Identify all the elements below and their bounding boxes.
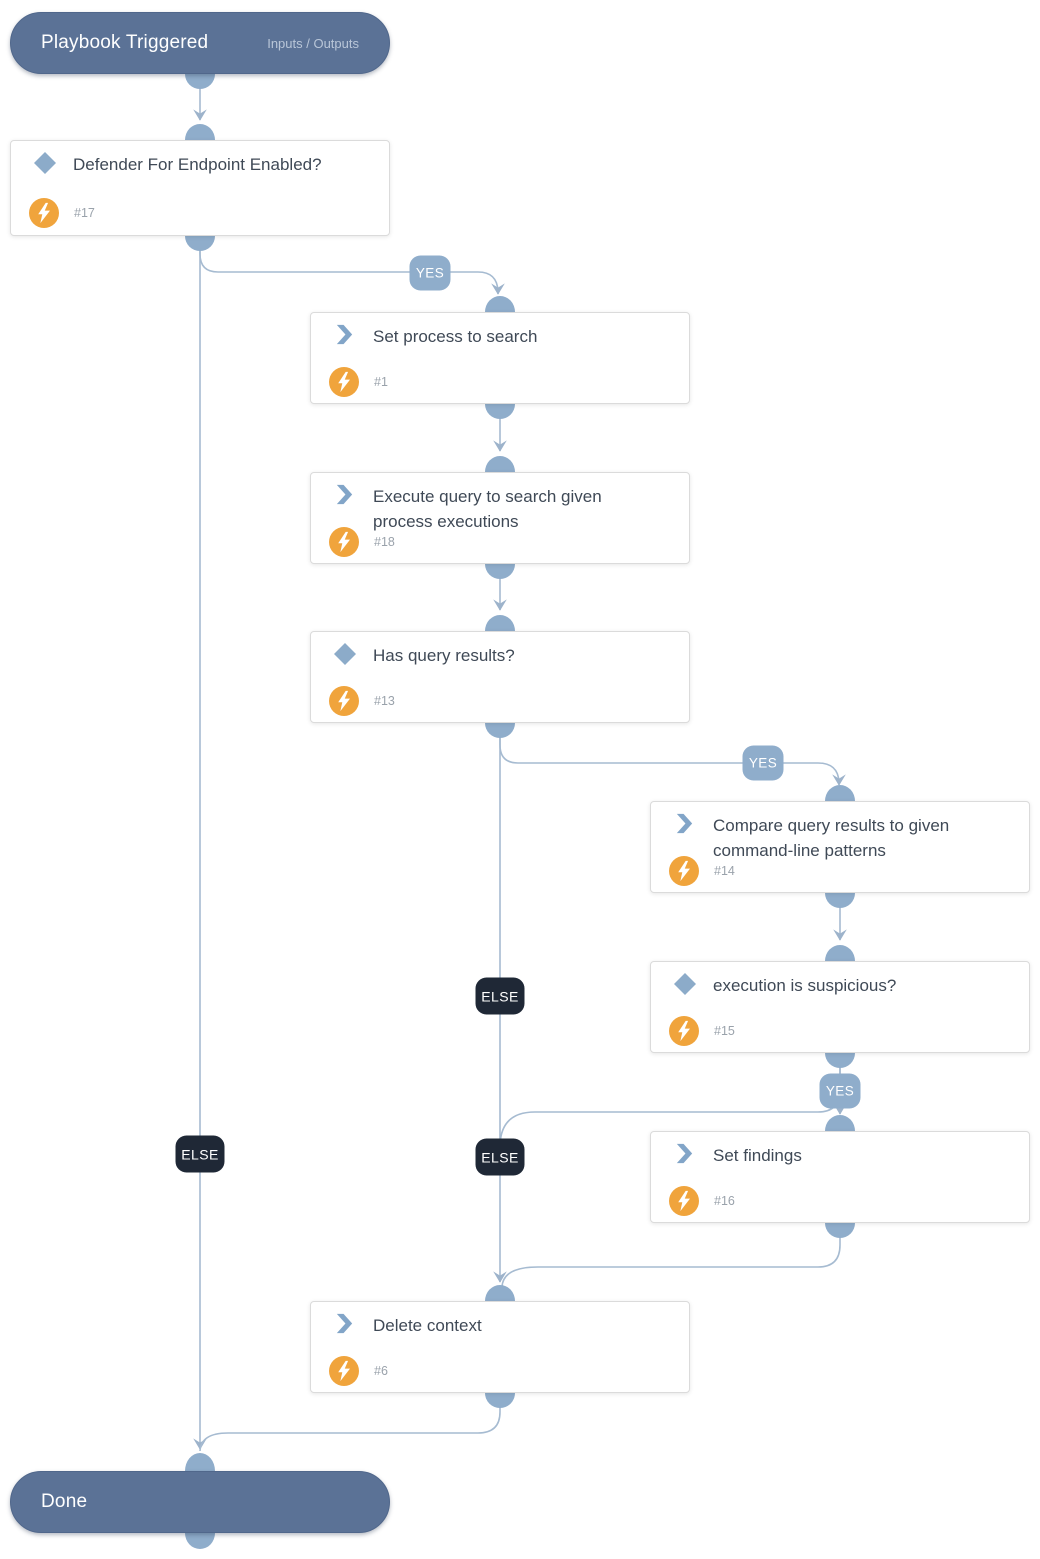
playbook-trigger-title: Playbook Triggered (41, 32, 209, 53)
bolt-icon (669, 1186, 699, 1216)
node-title: Set findings (713, 1146, 802, 1165)
diamond-icon (33, 151, 59, 177)
edge-defender-yes (199, 236, 505, 295)
bolt-icon (329, 527, 359, 557)
node-title: Set process to search (373, 327, 538, 346)
connector-port (485, 564, 515, 579)
yes-label: YES (742, 745, 784, 781)
diamond-icon (333, 642, 359, 668)
bolt-icon (669, 1016, 699, 1046)
chevron-icon (673, 1142, 699, 1168)
bolt-icon (329, 686, 359, 716)
condition-node-has-query-results[interactable]: Has query results? #13 (310, 631, 690, 723)
node-id: #1 (374, 375, 388, 389)
task-node-set-process[interactable]: Set process to search #1 (310, 312, 690, 404)
connector-port (185, 1453, 215, 1471)
node-id: #17 (74, 206, 95, 220)
bolt-icon (29, 198, 59, 228)
connector-port (485, 1393, 515, 1408)
chevron-icon (673, 812, 699, 838)
edge-hasresults-yes (499, 723, 846, 786)
node-title: Compare query results to given command-l… (713, 816, 950, 860)
node-title: Delete context (373, 1316, 482, 1335)
bolt-icon (329, 1356, 359, 1386)
node-id: #6 (374, 1364, 388, 1378)
connector-port (485, 456, 515, 472)
edge-setfindings-to-delete (501, 1223, 841, 1288)
connector-port (825, 1115, 855, 1131)
connector-port (485, 1285, 515, 1301)
diamond-icon (673, 972, 699, 998)
task-node-set-findings[interactable]: Set findings #16 (650, 1131, 1030, 1223)
condition-node-execution-suspicious[interactable]: execution is suspicious? #15 (650, 961, 1030, 1053)
edge-delete-to-done (199, 1393, 501, 1452)
chevron-icon (333, 323, 359, 349)
else-label: ELSE (175, 1135, 225, 1173)
else-label: ELSE (475, 1138, 525, 1176)
connector-port (825, 1223, 855, 1238)
node-id: #14 (714, 864, 735, 878)
connector-port (185, 74, 215, 89)
connector-port (485, 615, 515, 631)
connector-port (485, 723, 515, 738)
node-title: Has query results? (373, 646, 515, 665)
node-id: #15 (714, 1024, 735, 1038)
task-node-delete-context[interactable]: Delete context #6 (310, 1301, 690, 1393)
done-title: Done (41, 1491, 88, 1512)
connector-port (185, 236, 215, 251)
playbook-trigger-node[interactable]: Playbook Triggered Inputs / Outputs (10, 12, 390, 74)
bolt-icon (329, 367, 359, 397)
else-label: ELSE (475, 977, 525, 1015)
connector-port (485, 296, 515, 312)
condition-node-defender-check[interactable]: Defender For Endpoint Enabled? #17 (10, 140, 390, 236)
connector-port (485, 404, 515, 419)
node-title: Execute query to search given process ex… (373, 487, 602, 531)
connector-port (825, 893, 855, 908)
task-node-execute-query[interactable]: Execute query to search given process ex… (310, 472, 690, 564)
yes-label: YES (819, 1073, 861, 1109)
node-title: execution is suspicious? (713, 976, 897, 995)
task-node-compare-query-results[interactable]: Compare query results to given command-l… (650, 801, 1030, 893)
node-id: #18 (374, 535, 395, 549)
node-id: #13 (374, 694, 395, 708)
connector-port (185, 1533, 215, 1549)
bolt-icon (669, 856, 699, 886)
connector-port (825, 945, 855, 961)
chevron-icon (333, 483, 359, 509)
connector-ports (185, 74, 855, 1549)
connector-port (825, 1053, 855, 1068)
yes-label: YES (409, 255, 451, 291)
node-title: Defender For Endpoint Enabled? (73, 155, 322, 174)
connector-port (825, 785, 855, 801)
done-node[interactable]: Done (10, 1471, 390, 1533)
connector-port (185, 124, 215, 140)
chevron-icon (333, 1312, 359, 1338)
node-id: #16 (714, 1194, 735, 1208)
inputs-outputs-link[interactable]: Inputs / Outputs (267, 35, 359, 51)
